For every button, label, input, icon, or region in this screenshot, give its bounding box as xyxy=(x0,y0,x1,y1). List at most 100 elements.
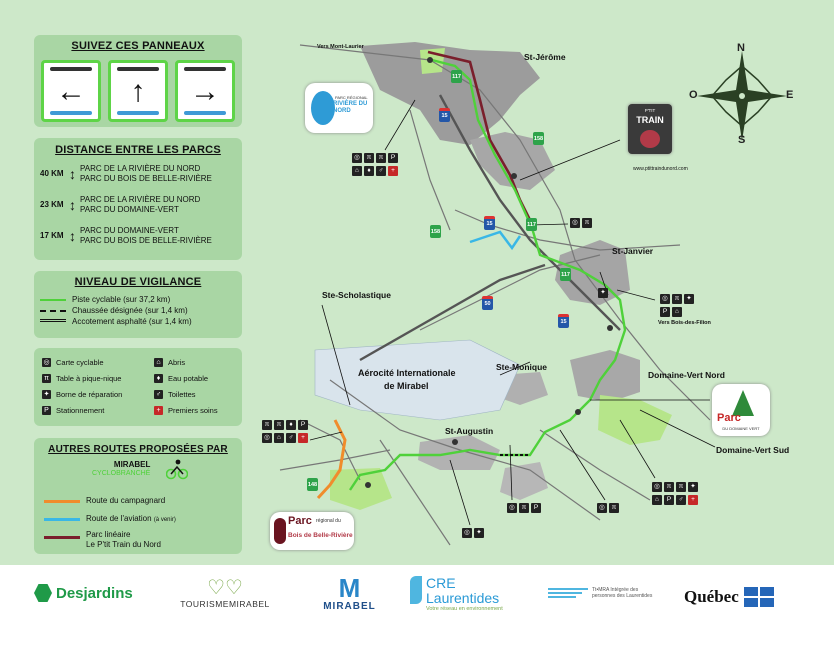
compass-s: S xyxy=(738,134,746,146)
services-cluster-117: ◎π xyxy=(570,218,592,228)
legend-label: Chaussée désignée (sur 1,4 km) xyxy=(72,306,188,315)
highway-shield: 117 xyxy=(451,70,462,83)
logo-cre-laurentides: CRE Laurentides Votre réseau en environn… xyxy=(410,576,503,612)
park-label: RIVIÈRE DU NORD xyxy=(333,101,368,114)
service-label: Borne de réparation xyxy=(56,390,123,399)
updown-arrow-icon: ↕ xyxy=(69,197,76,213)
mirabel-label: MIRABEL xyxy=(323,601,376,612)
cyclist-icon xyxy=(166,458,188,480)
tmvra-label: Tt•MRA Intégrée des personnes des Lauren… xyxy=(592,587,653,599)
sign-logo xyxy=(117,67,159,71)
aviation-route-line xyxy=(469,230,522,251)
airport-zone xyxy=(314,339,521,421)
sign-right: → xyxy=(175,60,235,122)
train-url: www.ptittraindunord.com xyxy=(633,166,688,172)
highway-shield: 148 xyxy=(307,478,318,491)
repair-station-icon: ✦ xyxy=(598,288,608,298)
marker-5 xyxy=(365,482,371,488)
highway-shield: 158 xyxy=(430,225,441,238)
service-label: Abris xyxy=(168,358,186,367)
autoroute-50 xyxy=(359,263,546,362)
quebec-flag-icon xyxy=(743,587,774,607)
distances-panel-title: DISTANCE ENTRE LES PARCS xyxy=(55,144,221,156)
toilets-icon: ♂ xyxy=(376,166,386,176)
updown-arrow-icon: ↕ xyxy=(69,166,76,182)
picnic-table-icon: π xyxy=(519,503,529,513)
parking-icon: P xyxy=(531,503,541,513)
service-label: Stationnement xyxy=(56,406,105,415)
service-label: Toilettes xyxy=(168,390,196,399)
label-vers-bois-des-filion: Vers Bois-des-Filion xyxy=(658,320,711,326)
park-label-top: PARC RÉGIONAL xyxy=(335,95,368,100)
cre-label-2: Laurentides xyxy=(426,590,500,606)
sign-footer xyxy=(184,111,226,115)
logo-parc-domaine-vert: Parc DU DOMAINE VERT xyxy=(712,384,770,436)
distance-from: PARC DE LA RIVIÈRE DU NORD xyxy=(80,164,201,173)
route-note: (à venir) xyxy=(153,517,176,523)
parking-icon: P xyxy=(660,307,670,317)
shelter-icon: ⌂ xyxy=(154,358,163,367)
distance-to: PARC DU BOIS DE BELLE-RIVIÈRE xyxy=(80,174,212,183)
park-label-top: Parc xyxy=(288,515,312,527)
logo-parc-riviere-du-nord: PARC RÉGIONAL RIVIÈRE DU NORD xyxy=(305,83,373,133)
highway-shield: 15 xyxy=(439,108,450,122)
services-cluster-st-jerome-2: ⌂♦♂+ xyxy=(352,166,398,176)
route-label: Parc linéaire xyxy=(86,530,131,539)
picnic-table-icon: π xyxy=(609,503,619,513)
highway-shield: 117 xyxy=(560,268,571,281)
campagnard-route-line xyxy=(316,419,347,500)
marker-2 xyxy=(607,325,613,331)
bike-path-main xyxy=(349,58,627,491)
parking-icon: P xyxy=(664,495,674,505)
label-st-jerome: St-Jérôme xyxy=(524,52,566,62)
toilets-icon: ♂ xyxy=(154,390,163,399)
routes-panel-title: AUTRES ROUTES PROPOSÉES PAR xyxy=(48,444,228,455)
belle-riviere-emblem-icon xyxy=(274,518,286,544)
quebec-label: Québec xyxy=(684,587,739,606)
marker-1 xyxy=(511,173,517,179)
river-swirl-icon xyxy=(311,91,335,125)
arrow-left-icon: ← xyxy=(56,75,86,108)
tmvra-stripes-icon xyxy=(548,586,588,600)
bike-map-icon: ◎ xyxy=(462,528,472,538)
park-domaine-vert-area xyxy=(598,395,672,445)
services-cluster-sud: ◎π xyxy=(597,503,619,513)
highway-shield: 117 xyxy=(526,218,537,231)
mirabel-m-icon: M xyxy=(338,573,361,603)
route-label-2: Le P'tit Train du Nord xyxy=(86,540,161,549)
picnic-table-icon: π xyxy=(262,420,272,430)
repair-station-icon: ✦ xyxy=(42,390,51,399)
bike-map-icon: ◎ xyxy=(352,153,362,163)
label-domaine-vert-sud: Domaine-Vert Sud xyxy=(716,445,790,455)
arrow-right-icon: → xyxy=(190,75,220,108)
map-area: SUIVEZ CES PANNEAUX ← ↑ → DISTANCE ENTRE… xyxy=(0,0,834,565)
highway-shield: 15 xyxy=(484,216,495,230)
distance-km: 17 KM xyxy=(40,231,64,240)
picnic-table-icon: π xyxy=(376,153,386,163)
vigilance-panel-title: NIVEAU DE VIGILANCE xyxy=(74,276,202,288)
arrow-up-icon: ↑ xyxy=(130,75,146,108)
marker-3 xyxy=(575,409,581,415)
bike-map-icon: ◎ xyxy=(42,358,51,367)
water-icon: ♦ xyxy=(286,420,296,430)
services-cluster-st-janvier-2: P⌂ xyxy=(660,307,682,317)
train-label-top: P'TIT xyxy=(644,108,656,113)
route-campagnard: Route du campagnard xyxy=(86,496,166,505)
service-label: Eau potable xyxy=(168,374,209,383)
aviation-swatch xyxy=(44,518,80,521)
distance-km: 40 KM xyxy=(40,169,64,178)
services-cluster-mid: ✦ xyxy=(598,288,608,298)
first-aid-icon: + xyxy=(388,166,398,176)
logo-mirabel: M MIRABEL xyxy=(312,575,387,612)
distance-from: PARC DU DOMAINE-VERT xyxy=(80,226,179,235)
picnic-table-icon: π xyxy=(42,374,51,383)
legend-chaussee: Chaussée désignée (sur 1,4 km) xyxy=(40,306,188,315)
tree-icon xyxy=(732,390,754,416)
picnic-table-icon: π xyxy=(676,482,686,492)
parking-icon: P xyxy=(388,153,398,163)
